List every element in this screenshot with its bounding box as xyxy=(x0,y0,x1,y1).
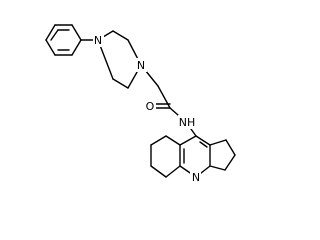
bond xyxy=(209,165,226,171)
label-background xyxy=(136,58,147,72)
label-background xyxy=(93,33,104,47)
bond xyxy=(150,135,167,146)
bond xyxy=(50,29,59,41)
bond xyxy=(45,24,56,41)
bond xyxy=(112,30,129,41)
atom-labels: N N O NH N xyxy=(93,33,201,184)
pyridine-n-label: N xyxy=(192,171,200,184)
label-background xyxy=(190,170,201,184)
carbonyl-oxygen-label: O xyxy=(146,100,155,113)
bond xyxy=(45,39,56,56)
molecule-structure-diagram: N N O NH N xyxy=(45,24,236,184)
bond xyxy=(209,139,227,146)
bond xyxy=(199,141,208,148)
label-background xyxy=(144,99,156,113)
bond-lines xyxy=(45,24,236,178)
n-piperazine-upper-label: N xyxy=(94,34,102,47)
bond xyxy=(225,139,236,156)
bond xyxy=(165,165,181,178)
bond xyxy=(71,39,82,56)
bond xyxy=(112,78,129,89)
bond xyxy=(165,135,181,146)
bond xyxy=(179,135,197,146)
bond xyxy=(195,135,211,146)
n-piperazine-lower-label: N xyxy=(137,59,145,72)
bond xyxy=(71,24,82,41)
bond xyxy=(150,165,167,178)
amide-nh-label: NH xyxy=(179,116,196,129)
label-background xyxy=(178,115,196,129)
bond xyxy=(224,154,236,171)
